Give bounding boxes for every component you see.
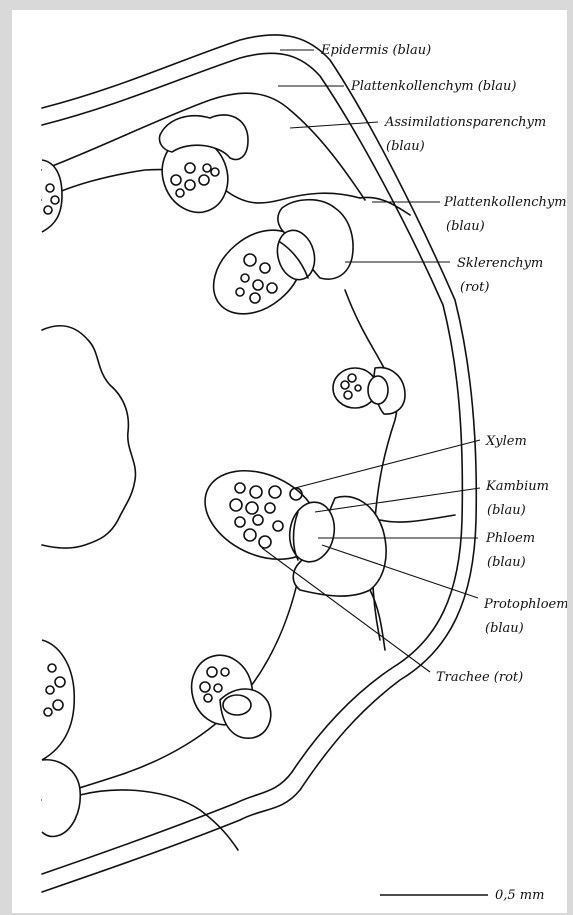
label-sklerenchym-line2: (rot) — [460, 280, 489, 295]
lower-boundary-1 — [42, 570, 300, 800]
label-kambium-line2: (blau) — [487, 503, 526, 518]
label-plattenkollenchym-2-line1: Plattenkollenchym — [443, 195, 567, 210]
vascular-bundle-edge-bottom — [42, 640, 80, 836]
stem-cross-section-diagram: Epidermis (blau) Plattenkollenchym (blau… — [12, 10, 567, 913]
vascular-bundle-5 — [184, 648, 271, 738]
scale-bar-label: 0,5 mm — [495, 888, 544, 903]
label-protophloem-line1: Protophloem — [483, 597, 567, 612]
epidermis-outer-line — [42, 35, 476, 892]
label-phloem-line2: (blau) — [487, 555, 526, 570]
vascular-bundle-3 — [333, 368, 405, 415]
label-kambium-line1: Kambium — [485, 479, 549, 494]
label-epidermis: Epidermis (blau) — [320, 43, 431, 58]
parenchyma-boundary-2 — [380, 515, 455, 522]
label-assimilation-line2: (blau) — [386, 139, 425, 154]
label-xylem: Xylem — [485, 434, 527, 449]
lower-boundary-2 — [80, 790, 238, 850]
label-plattenkollenchym-1: Plattenkollenchym (blau) — [350, 79, 516, 94]
vascular-bundle-1 — [152, 115, 248, 222]
label-phloem-line1: Phloem — [485, 531, 535, 546]
epidermis-inner-line — [42, 53, 462, 874]
vascular-bundle-2 — [197, 200, 353, 331]
pith-outline — [42, 326, 135, 548]
parenchyma-boundary-3 — [370, 590, 385, 650]
scale-bar: 0,5 mm — [380, 888, 544, 903]
label-protophloem-line2: (blau) — [485, 621, 524, 636]
label-trachee: Trachee (rot) — [436, 670, 523, 685]
label-plattenkollenchym-2-line2: (blau) — [446, 219, 485, 234]
label-assimilation-line1: Assimilationsparenchym — [384, 115, 546, 130]
vascular-bundle-4 — [191, 453, 386, 596]
vascular-bundle-edge-top — [42, 160, 62, 232]
drawing-sheet: Epidermis (blau) Plattenkollenchym (blau… — [12, 10, 567, 913]
label-sklerenchym-line1: Sklerenchym — [457, 256, 543, 271]
